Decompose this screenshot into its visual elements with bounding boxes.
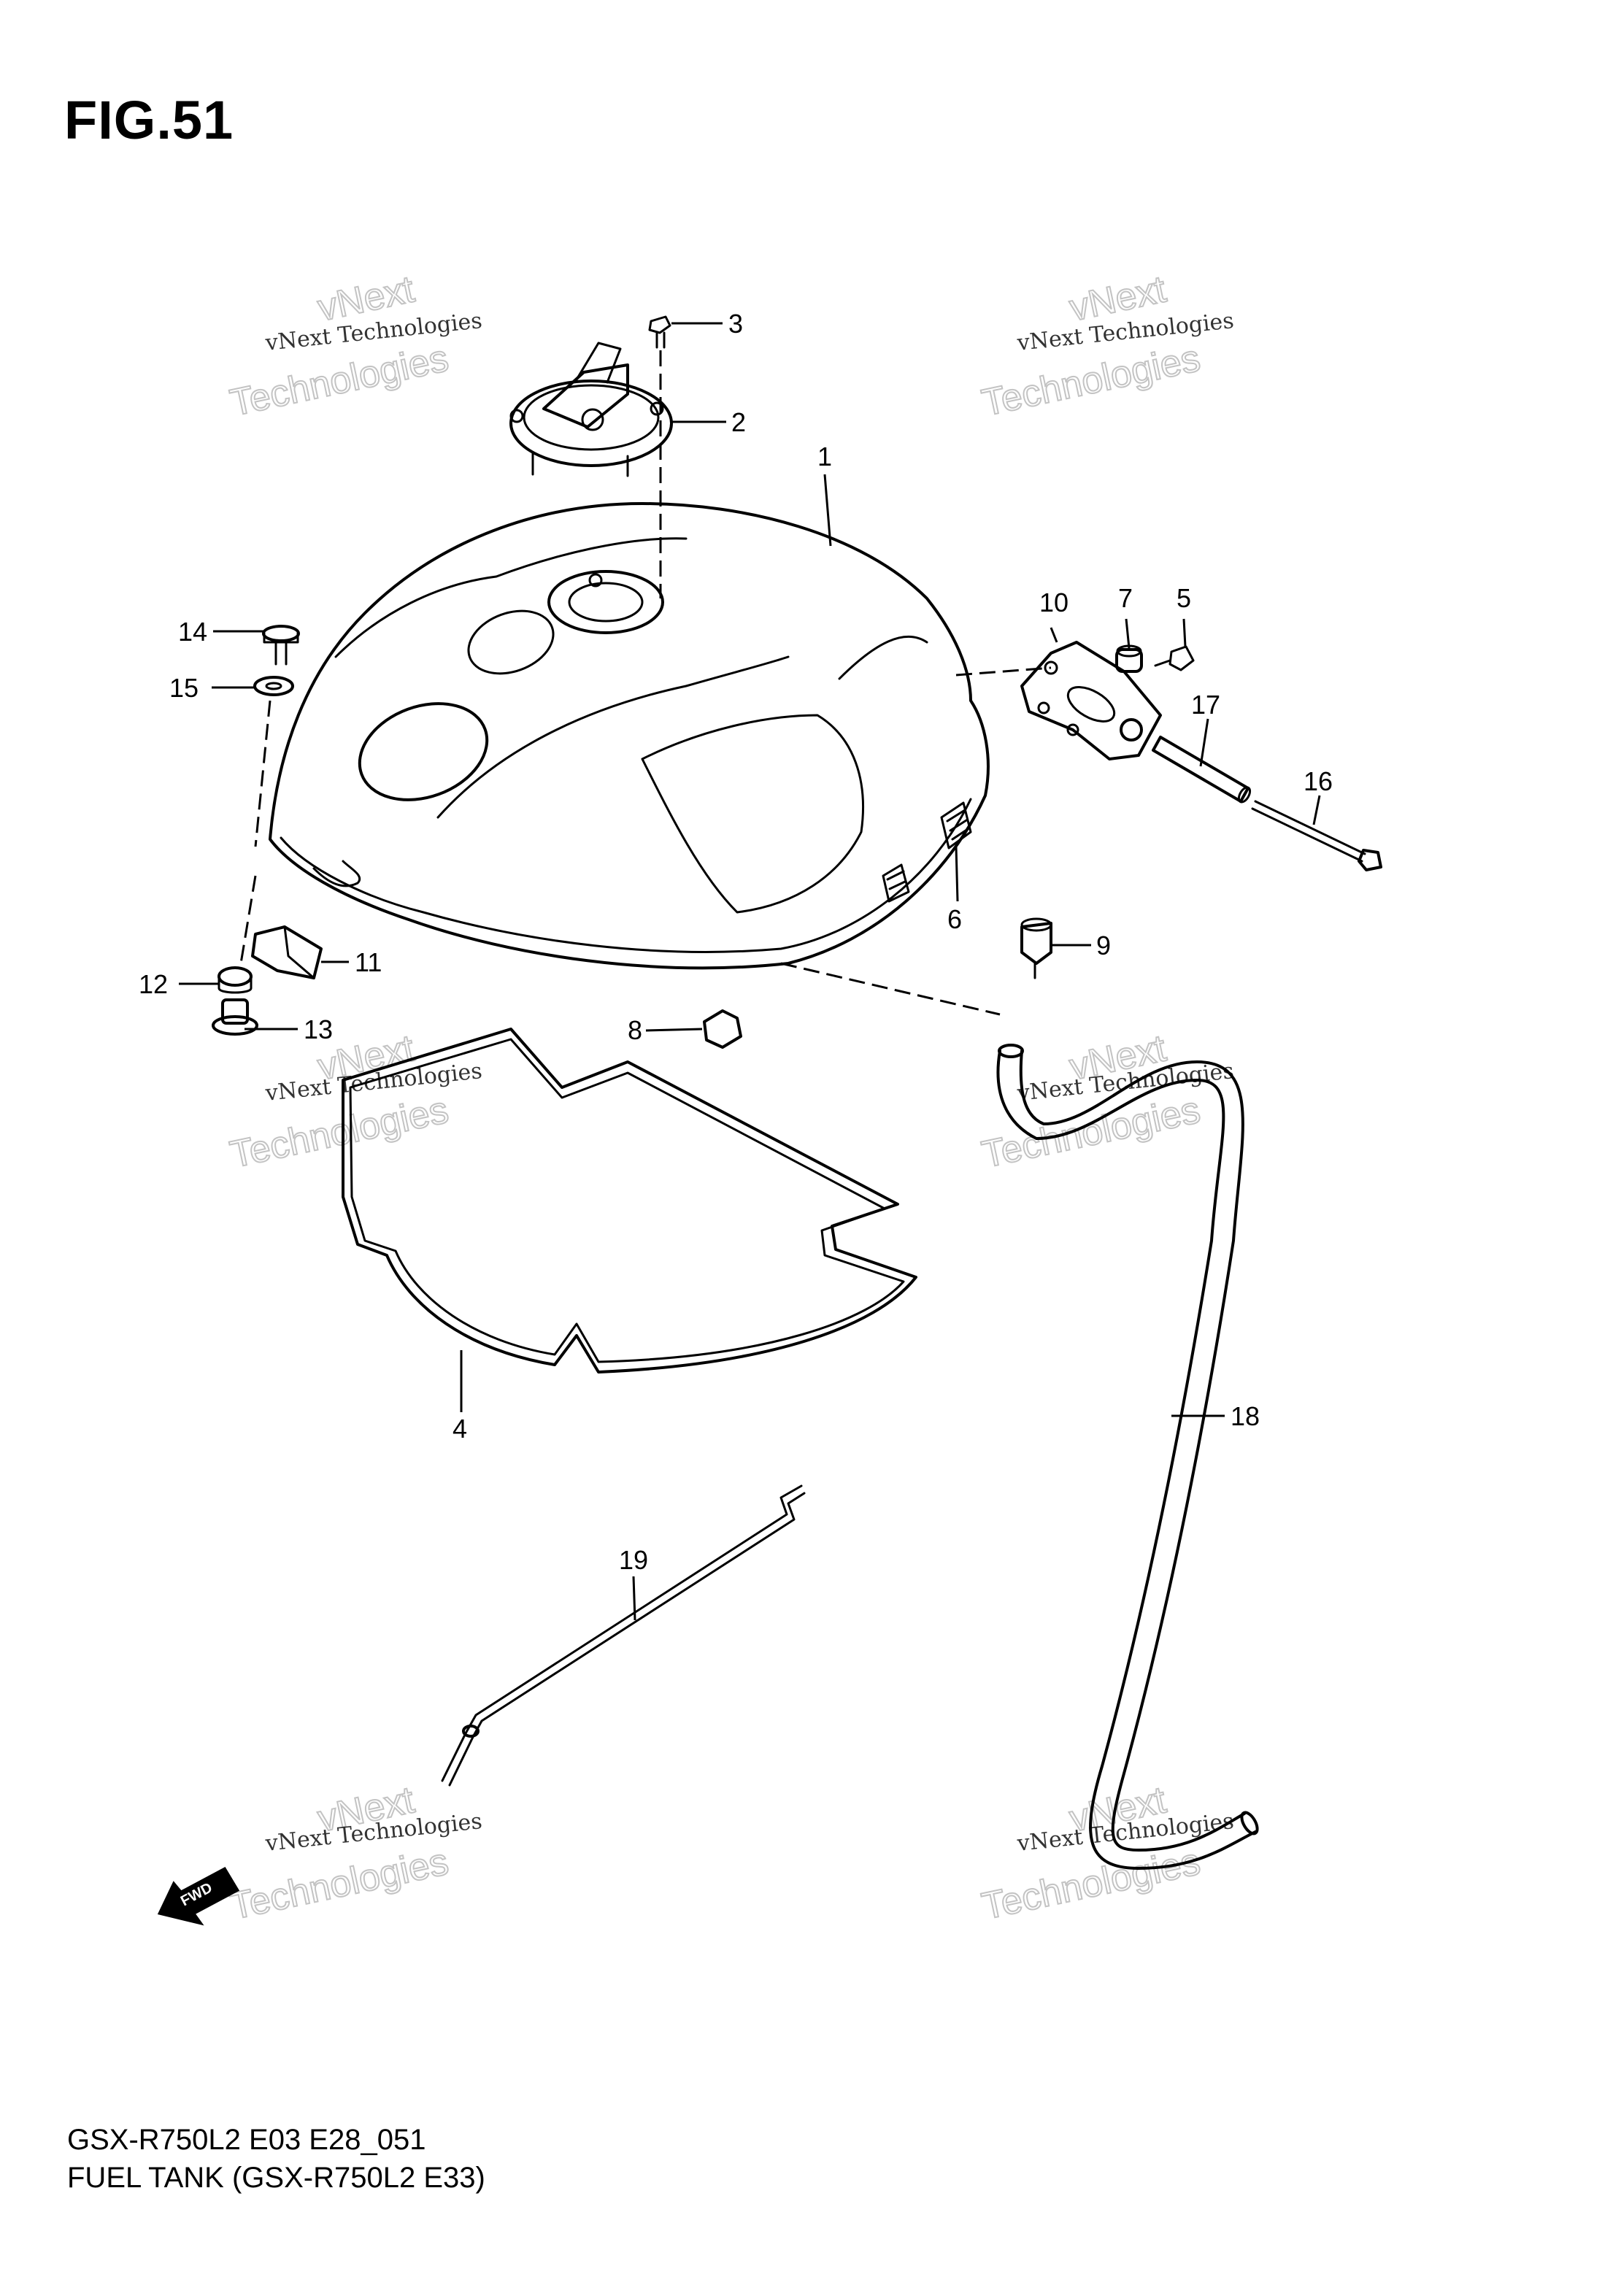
callout-19: 19 [619, 1545, 648, 1575]
callout-6: 6 [947, 904, 962, 934]
tank-bracket [1020, 641, 1162, 760]
assembly-line-cushion-12 [239, 875, 257, 964]
fuel-cap-assembly [509, 342, 673, 477]
callout-10: 10 [1039, 588, 1069, 617]
watermark-tech: Technologies [978, 1089, 1204, 1176]
callout-12: 12 [139, 969, 168, 999]
callout-17: 17 [1191, 690, 1220, 720]
figure-title: FIG.51 [64, 90, 234, 150]
clamp [703, 1009, 742, 1049]
watermark-tech: Technologies [978, 337, 1204, 425]
watermark-tech: Technologies [226, 1089, 452, 1176]
watermark-tech: Technologies [978, 1841, 1204, 1928]
watermark-group-bottom-left: vNext vNext Technologies Technologies [226, 1778, 483, 1928]
cap-bolt [648, 315, 671, 349]
callout-1: 1 [817, 442, 832, 471]
assembly-line-bolt-14 [254, 700, 272, 847]
washer [253, 676, 294, 696]
callout-13: 13 [304, 1014, 333, 1044]
footer-model-code: GSX-R750L2 E03 E28_051 [67, 2124, 426, 2156]
callout-3: 3 [728, 309, 743, 339]
callout-14: 14 [178, 617, 207, 647]
rubber-mount [1020, 917, 1052, 979]
cushion-ring [217, 966, 253, 994]
watermark-tech: Technologies [226, 337, 452, 425]
mounting-bolt [262, 625, 300, 666]
callout-5: 5 [1177, 583, 1191, 613]
callout-11: 11 [355, 947, 382, 977]
breather-hose [996, 1044, 1259, 1870]
assembly-line-bracket [955, 666, 1052, 677]
forward-arrow-icon: FWD [157, 1867, 240, 1926]
callout-labels: 3 2 1 10 7 5 17 16 6 9 14 15 11 12 13 8 … [139, 309, 1333, 1575]
collar [212, 998, 258, 1036]
bracket-bolt [1154, 645, 1195, 671]
watermark-group-bottom-right: vNext vNext Technologies Technologies [977, 1778, 1235, 1928]
watermark-group-top-left: vNext vNext Technologies Technologies [226, 267, 483, 425]
callout-7: 7 [1118, 583, 1133, 613]
tank-seal [342, 1028, 917, 1374]
leader-lines [179, 322, 1321, 1621]
callout-9: 9 [1096, 931, 1111, 960]
callout-4: 4 [453, 1414, 467, 1444]
assembly-line-hose [780, 962, 1001, 1016]
tank-cushion [882, 801, 972, 903]
callout-8: 8 [628, 1015, 642, 1045]
watermark-group-mid-right: vNext vNext Technologies Technologies [977, 1026, 1235, 1176]
watermark-group-top-right: vNext vNext Technologies Technologies [977, 267, 1235, 425]
callout-15: 15 [169, 673, 199, 703]
fuel-tank [269, 502, 990, 970]
callout-2: 2 [731, 407, 746, 437]
drain-wire [441, 1484, 806, 1787]
callout-18: 18 [1231, 1401, 1260, 1431]
pivot-spacer [1152, 736, 1252, 804]
callout-16: 16 [1304, 766, 1333, 796]
front-cushion [251, 925, 323, 979]
footer-diagram-title: FUEL TANK (GSX-R750L2 E33) [67, 2162, 485, 2194]
watermark-tech: Technologies [226, 1841, 452, 1928]
pivot-bolt [1251, 800, 1382, 871]
